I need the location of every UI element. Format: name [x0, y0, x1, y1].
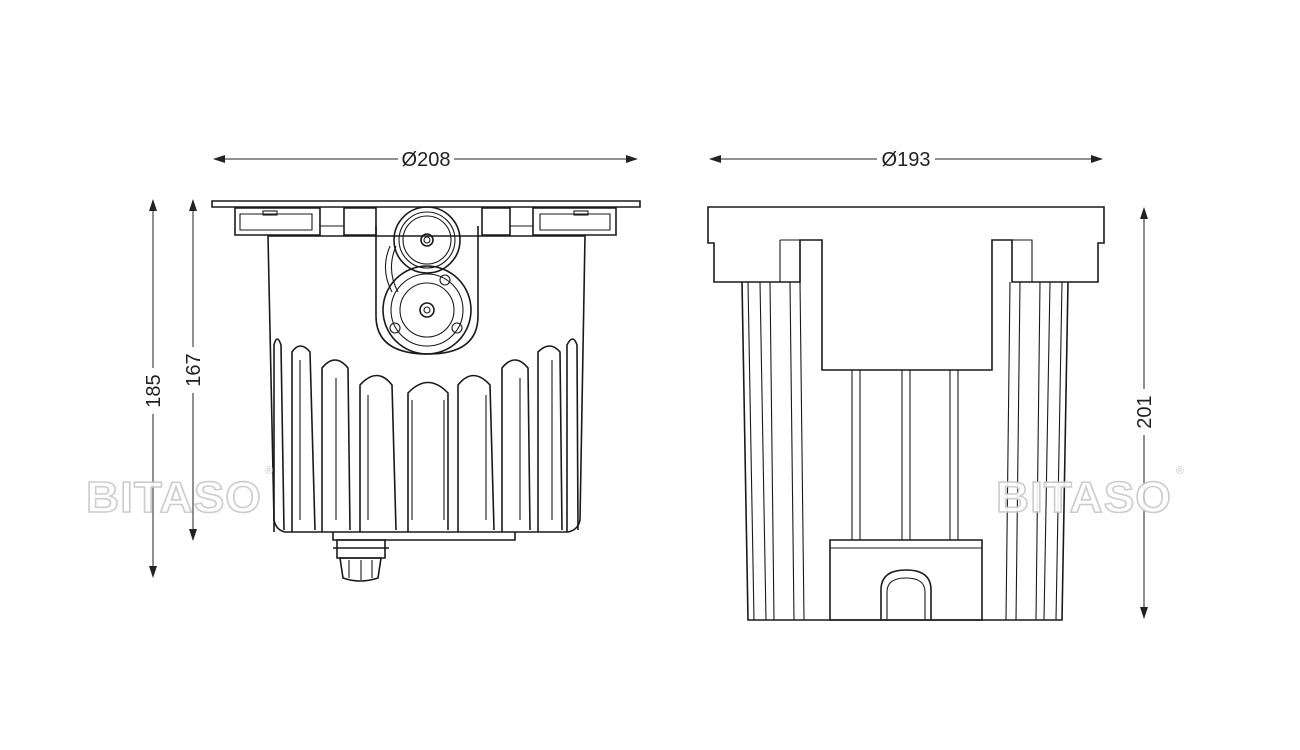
right-view-housing [707, 206, 1105, 621]
right-height-label: 201 [1134, 395, 1156, 428]
left-view-fixture [211, 200, 641, 582]
right-width-label: Ø193 [882, 149, 931, 171]
left-width-dimension: Ø208 [213, 146, 638, 172]
left-width-label: Ø208 [402, 149, 451, 171]
watermark-left: BITASO ® [85, 465, 273, 523]
right-width-dimension: Ø193 [709, 146, 1103, 172]
right-height-dimension: 201 [1133, 207, 1156, 619]
left-body-height-label: 167 [183, 353, 205, 386]
watermark-left-mark: ® [265, 465, 273, 477]
left-body-height-dimension: 167 [182, 199, 205, 541]
watermark-left-text: BITASO [86, 473, 262, 522]
watermark-right: BITASO ® [995, 465, 1184, 523]
watermark-right-mark: ® [1176, 465, 1184, 477]
watermark-right-text: BITASO [996, 473, 1172, 522]
left-total-height-label: 185 [143, 374, 165, 407]
left-total-height-dimension: 185 [142, 199, 165, 578]
